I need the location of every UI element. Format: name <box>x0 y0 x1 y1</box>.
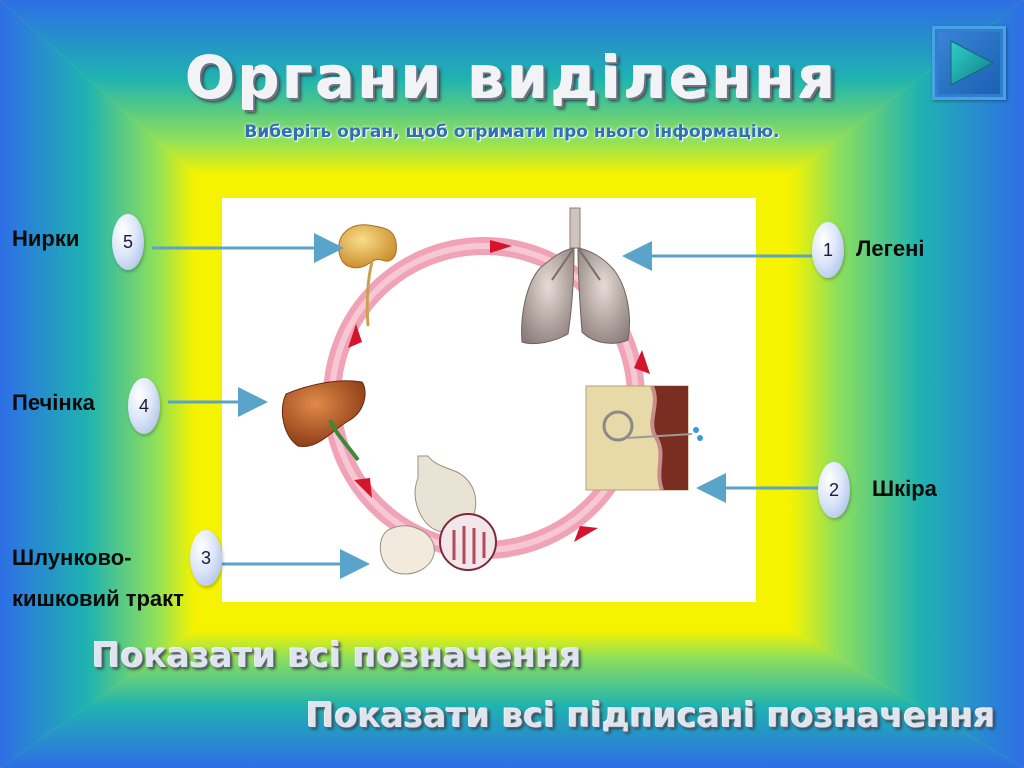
kidney-image[interactable] <box>338 224 397 327</box>
excretory-organs-diagram <box>222 198 756 602</box>
label-digestive-tract-line1[interactable]: Шлунково- <box>12 545 132 570</box>
lungs-image[interactable] <box>521 207 630 345</box>
skin-image[interactable] <box>585 385 703 491</box>
label-digestive-tract-line2[interactable]: кишковий тракт <box>12 586 184 611</box>
number-badge-3[interactable]: 3 <box>190 530 222 586</box>
slide-subtitle: Виберіть орган, щоб отримати про нього і… <box>244 122 780 142</box>
label-kidneys[interactable]: Нирки <box>12 226 80 251</box>
label-liver[interactable]: Печінка <box>12 390 95 415</box>
label-lungs[interactable]: Легені <box>856 236 925 261</box>
liver-image[interactable] <box>282 380 366 462</box>
show-all-named-labels-link[interactable]: Показати всі підписані позначення <box>306 696 996 736</box>
number-badge-4[interactable]: 4 <box>128 378 160 434</box>
number-badge-5[interactable]: 5 <box>112 214 144 270</box>
label-skin[interactable]: Шкіра <box>872 476 937 501</box>
digestive-tract-image[interactable] <box>379 455 497 575</box>
number-badge-1[interactable]: 1 <box>812 222 844 278</box>
show-all-labels-link[interactable]: Показати всі позначення <box>92 636 582 676</box>
next-slide-button[interactable] <box>932 26 1006 100</box>
slide-title: Органи виділення <box>185 44 839 112</box>
number-badge-2[interactable]: 2 <box>818 462 850 518</box>
play-next-icon <box>950 40 995 86</box>
